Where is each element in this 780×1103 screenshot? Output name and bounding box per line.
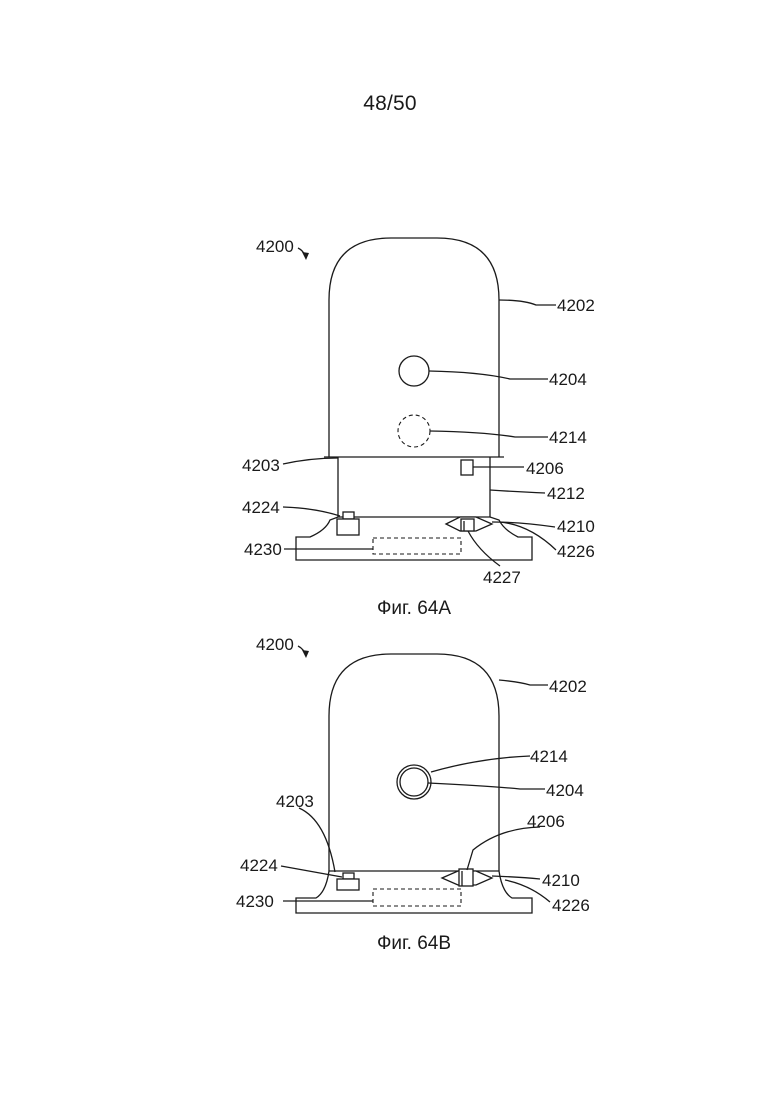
left-contact-4224-b xyxy=(337,879,359,890)
caption-64a: Фиг. 64А xyxy=(377,598,451,619)
label-4224-b: 4224 xyxy=(240,856,278,875)
label-4202-a: 4202 xyxy=(557,296,595,315)
arrowhead-4200-b xyxy=(302,650,309,658)
indicator-4204-b xyxy=(400,768,428,796)
caption-64b: Фиг. 64В xyxy=(377,933,451,954)
leader-4203-a xyxy=(283,458,338,464)
label-4224-a: 4224 xyxy=(242,498,280,517)
housing-4202-a xyxy=(329,238,499,457)
base-b xyxy=(296,871,532,913)
label-4203-b: 4203 xyxy=(276,792,314,811)
arrowhead-4200-a xyxy=(302,252,309,260)
label-4210-a: 4210 xyxy=(557,517,595,536)
leader-4204-b xyxy=(428,783,545,789)
label-4202-b: 4202 xyxy=(549,677,587,696)
label-4200-a: 4200 xyxy=(256,237,294,256)
figure-64a: 4200 xyxy=(242,237,595,619)
leader-4210-b xyxy=(492,876,540,879)
sensor-4206-b xyxy=(459,869,473,886)
hidden-indicator-4214-b xyxy=(397,765,431,799)
leader-4214-a xyxy=(430,431,548,437)
label-4227-a: 4227 xyxy=(483,568,521,587)
leader-4202-a xyxy=(499,300,556,305)
leader-4212-a xyxy=(490,490,545,493)
label-4230-b: 4230 xyxy=(236,892,274,911)
leader-4206-b xyxy=(467,827,540,870)
label-4230-a: 4230 xyxy=(244,540,282,559)
indicator-4204-a xyxy=(399,356,429,386)
base-compartment-4230-a xyxy=(373,538,461,554)
label-4204-b: 4204 xyxy=(546,781,584,800)
label-4214-a: 4214 xyxy=(549,428,587,447)
label-4200-b: 4200 xyxy=(256,635,294,654)
label-4206-a: 4206 xyxy=(526,459,564,478)
figure-64b: 4200 4202 4214 4204 4203 4206 xyxy=(236,635,590,954)
leader-4202-b xyxy=(499,680,548,685)
leader-4227-a xyxy=(468,531,500,566)
label-4203-a: 4203 xyxy=(242,456,280,475)
leader-4214-b xyxy=(431,756,530,772)
left-contact-top-a xyxy=(343,512,354,519)
sensor-4206-a xyxy=(461,460,473,475)
hidden-indicator-4214-a xyxy=(398,415,430,447)
label-4204-a: 4204 xyxy=(549,370,587,389)
label-4206-b: 4206 xyxy=(527,812,565,831)
leader-4204-a xyxy=(429,371,548,379)
left-contact-4224-a xyxy=(337,519,359,535)
label-4210-b: 4210 xyxy=(542,871,580,890)
label-4226-a: 4226 xyxy=(557,542,595,561)
right-contact-4227-a xyxy=(461,519,474,531)
label-4212-a: 4212 xyxy=(547,484,585,503)
label-4214-b: 4214 xyxy=(530,747,568,766)
label-4226-b: 4226 xyxy=(552,896,590,915)
leader-4224-a xyxy=(283,507,340,516)
base-compartment-4230-b xyxy=(373,889,461,906)
left-contact-top-b xyxy=(343,873,354,879)
